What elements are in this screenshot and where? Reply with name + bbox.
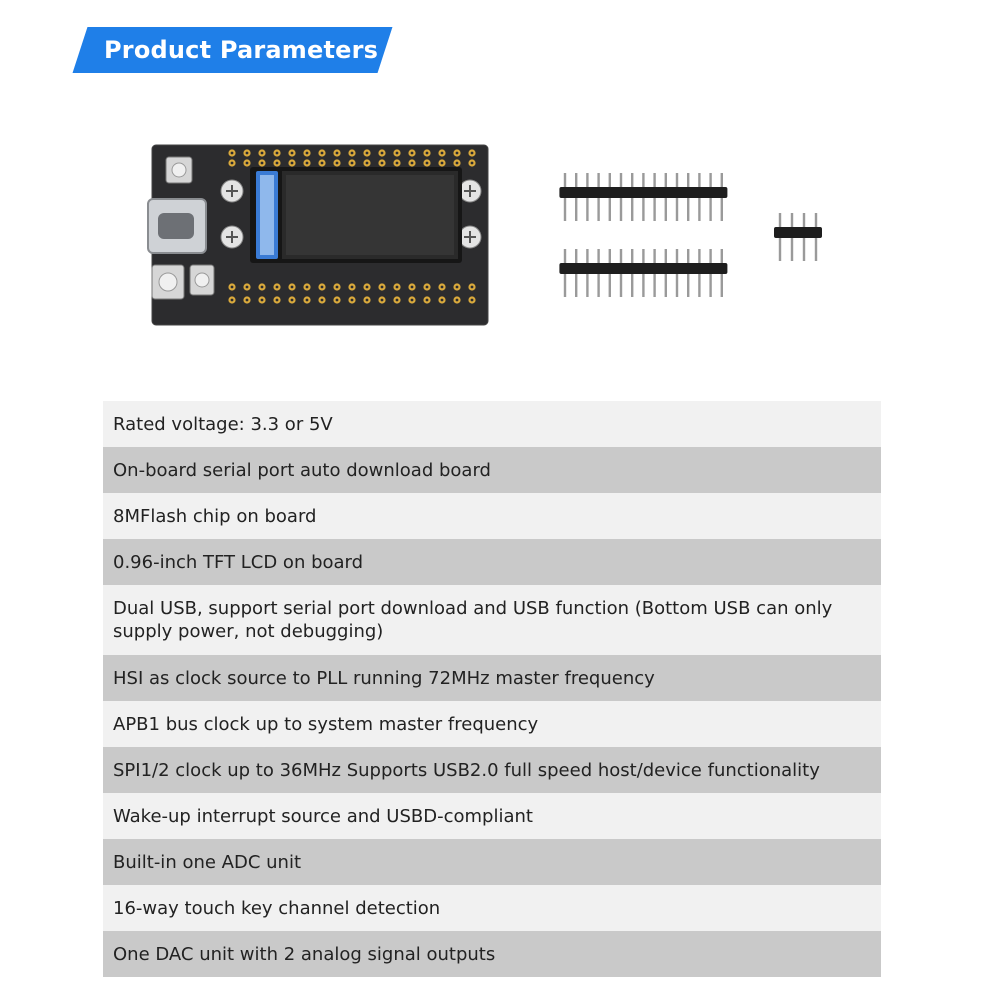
param-text: HSI as clock source to PLL running 72MHz… — [113, 667, 655, 689]
param-row: On-board serial port auto download board — [103, 447, 881, 493]
param-text: One DAC unit with 2 analog signal output… — [113, 943, 496, 965]
param-text: Built-in one ADC unit — [113, 851, 301, 873]
param-text: APB1 bus clock up to system master frequ… — [113, 713, 539, 735]
param-text: 16-way touch key channel detection — [113, 897, 441, 919]
mount-screw-icon — [220, 179, 482, 249]
param-row: Rated voltage: 3.3 or 5V — [103, 401, 881, 447]
product-image — [147, 144, 822, 326]
param-text: Dual USB, support serial port download a… — [113, 598, 833, 642]
pin-pads-top — [228, 149, 476, 167]
param-text: 8MFlash chip on board — [113, 505, 317, 527]
pin-header-long-1 — [559, 173, 728, 221]
param-row: Built-in one ADC unit — [103, 839, 881, 885]
header-body — [774, 227, 822, 238]
pin-pads-bottom — [228, 283, 476, 304]
param-row: 16-way touch key channel detection — [103, 885, 881, 931]
param-row: Wake-up interrupt source and USBD-compli… — [103, 793, 881, 839]
pin-header-long-2 — [559, 249, 728, 297]
param-row: SPI1/2 clock up to 36MHz Supports USB2.0… — [103, 747, 881, 793]
dev-board — [147, 144, 489, 326]
param-row: One DAC unit with 2 analog signal output… — [103, 931, 881, 977]
header-body — [559, 187, 728, 198]
pin-header-short — [774, 213, 822, 261]
header-body — [559, 263, 728, 274]
param-text: On-board serial port auto download board — [113, 459, 491, 481]
page-title: Product Parameters — [104, 36, 379, 64]
param-row: HSI as clock source to PLL running 72MHz… — [103, 655, 881, 701]
param-text: SPI1/2 clock up to 36MHz Supports USB2.0… — [113, 759, 820, 781]
param-text: Rated voltage: 3.3 or 5V — [113, 413, 333, 435]
param-row: 0.96-inch TFT LCD on board — [103, 539, 881, 585]
param-text: 0.96-inch TFT LCD on board — [113, 551, 364, 573]
param-row: Dual USB, support serial port download a… — [103, 585, 881, 655]
param-row: APB1 bus clock up to system master frequ… — [103, 701, 881, 747]
param-text: Wake-up interrupt source and USBD-compli… — [113, 805, 533, 827]
param-row: 8MFlash chip on board — [103, 493, 881, 539]
tft-lcd — [250, 167, 462, 263]
parameters-table: Rated voltage: 3.3 or 5V On-board serial… — [103, 401, 881, 977]
